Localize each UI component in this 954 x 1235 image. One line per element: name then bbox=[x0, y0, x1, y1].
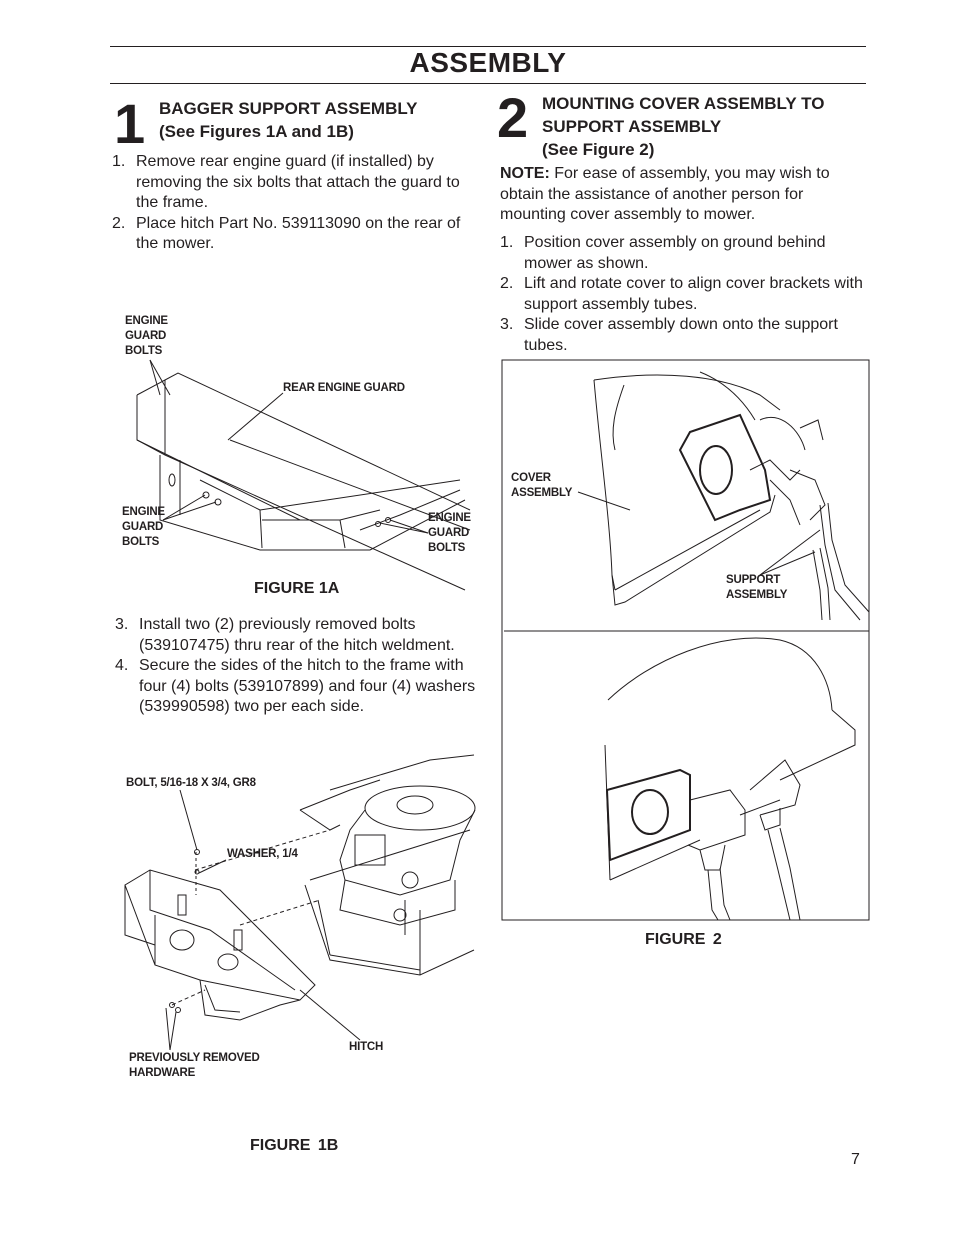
list-item: 3. Slide cover assembly down onto the su… bbox=[500, 315, 866, 356]
label-line: ASSEMBLY bbox=[726, 589, 788, 601]
step-text: Secure the sides of the hitch to the fra… bbox=[139, 657, 476, 716]
step-text: Lift and rotate cover to align cover bra… bbox=[524, 275, 863, 313]
section1-heading-line1: BAGGER SUPPORT ASSEMBLY bbox=[159, 99, 418, 118]
page-title: ASSEMBLY bbox=[409, 47, 567, 78]
label-bolt: BOLT, 5/16-18 X 3/4, GR8 bbox=[126, 777, 256, 789]
step-text: Slide cover assembly down onto the suppo… bbox=[524, 316, 838, 354]
label-rear-engine-guard: REAR ENGINE GUARD bbox=[283, 382, 405, 394]
step-text: Remove rear engine guard (if installed) … bbox=[136, 153, 460, 212]
label-line: ENGINE bbox=[122, 506, 165, 518]
section1-steps-a: 1. Remove rear engine guard (if installe… bbox=[112, 152, 484, 255]
label-engine-guard-bolts-right: ENGINE GUARD BOLTS bbox=[428, 511, 471, 556]
section2-heading-line1: MOUNTING COVER ASSEMBLY TO bbox=[542, 94, 825, 113]
list-item: 1. Position cover assembly on ground beh… bbox=[500, 233, 866, 274]
label-washer: WASHER, 1/4 bbox=[227, 848, 298, 860]
label-previously-removed-hardware: PREVIOUSLY REMOVED HARDWARE bbox=[129, 1051, 260, 1081]
label-line: GUARD bbox=[428, 527, 470, 539]
figure-2-caption: FIGURE 2 bbox=[645, 931, 722, 948]
step-number: 3. bbox=[115, 616, 129, 633]
label-line: HARDWARE bbox=[129, 1067, 196, 1079]
step-text: Install two (2) previously removed bolts… bbox=[139, 616, 455, 654]
label-line: GUARD bbox=[125, 330, 167, 342]
section2-heading: MOUNTING COVER ASSEMBLY TO SUPPORT ASSEM… bbox=[542, 92, 824, 161]
section1-heading-line2: (See Figures 1A and 1B) bbox=[159, 122, 354, 141]
step-number: 2. bbox=[112, 214, 126, 232]
label-support-assembly: SUPPORT ASSEMBLY bbox=[726, 573, 787, 603]
label-hitch: HITCH bbox=[349, 1041, 384, 1053]
label-line: ENGINE bbox=[428, 512, 471, 524]
label-line: PREVIOUSLY REMOVED bbox=[129, 1052, 260, 1064]
step-number: 1. bbox=[112, 153, 126, 170]
section2-heading-line3: (See Figure 2) bbox=[542, 140, 655, 159]
label-line: BOLTS bbox=[428, 542, 466, 554]
section1-heading: BAGGER SUPPORT ASSEMBLY (See Figures 1A … bbox=[159, 97, 418, 143]
note-label: NOTE: bbox=[500, 165, 550, 182]
label-line: SUPPORT bbox=[726, 574, 781, 586]
note-text: For ease of assembly, you may wish to ob… bbox=[500, 165, 830, 224]
list-item: 3. Install two (2) previously removed bo… bbox=[115, 615, 487, 656]
list-item: 1. Remove rear engine guard (if installe… bbox=[112, 152, 484, 214]
step-text: Position cover assembly on ground behind… bbox=[524, 234, 826, 272]
figure-1a-caption: FIGURE 1A bbox=[254, 580, 340, 597]
label-line: ASSEMBLY bbox=[511, 487, 573, 499]
list-item: 2. Lift and rotate cover to align cover … bbox=[500, 274, 866, 315]
list-item: 2. Place hitch Part No. 539113090 on the… bbox=[112, 214, 484, 255]
step-number: 2. bbox=[500, 275, 514, 293]
section1-steps-b: 3. Install two (2) previously removed bo… bbox=[115, 615, 487, 718]
step-number: 1. bbox=[500, 234, 514, 251]
header-bottom-rule bbox=[110, 83, 866, 84]
section1-number: 1 bbox=[114, 92, 146, 155]
step-number: 4. bbox=[115, 657, 129, 675]
header-top-rule bbox=[110, 46, 866, 47]
section2-heading-line2: SUPPORT ASSEMBLY bbox=[542, 117, 722, 136]
label-engine-guard-bolts-left: ENGINE GUARD BOLTS bbox=[122, 505, 165, 550]
label-line: COVER bbox=[511, 472, 551, 484]
list-item: 4. Secure the sides of the hitch to the … bbox=[115, 656, 487, 718]
figure-1b-caption: FIGURE 1B bbox=[250, 1137, 339, 1154]
section2-steps: 1. Position cover assembly on ground beh… bbox=[500, 233, 866, 357]
step-text: Place hitch Part No. 539113090 on the re… bbox=[136, 214, 461, 253]
step-number: 3. bbox=[500, 316, 514, 334]
label-line: BOLTS bbox=[125, 345, 163, 357]
section2-number: 2 bbox=[497, 86, 529, 149]
label-engine-guard-bolts-top: ENGINE GUARD BOLTS bbox=[125, 314, 168, 359]
page-number: 7 bbox=[851, 1151, 860, 1168]
label-cover-assembly: COVER ASSEMBLY bbox=[511, 471, 572, 501]
label-line: GUARD bbox=[122, 521, 164, 533]
label-line: BOLTS bbox=[122, 536, 160, 548]
section2-note: NOTE: For ease of assembly, you may wish… bbox=[500, 164, 866, 226]
label-line: ENGINE bbox=[125, 315, 168, 327]
